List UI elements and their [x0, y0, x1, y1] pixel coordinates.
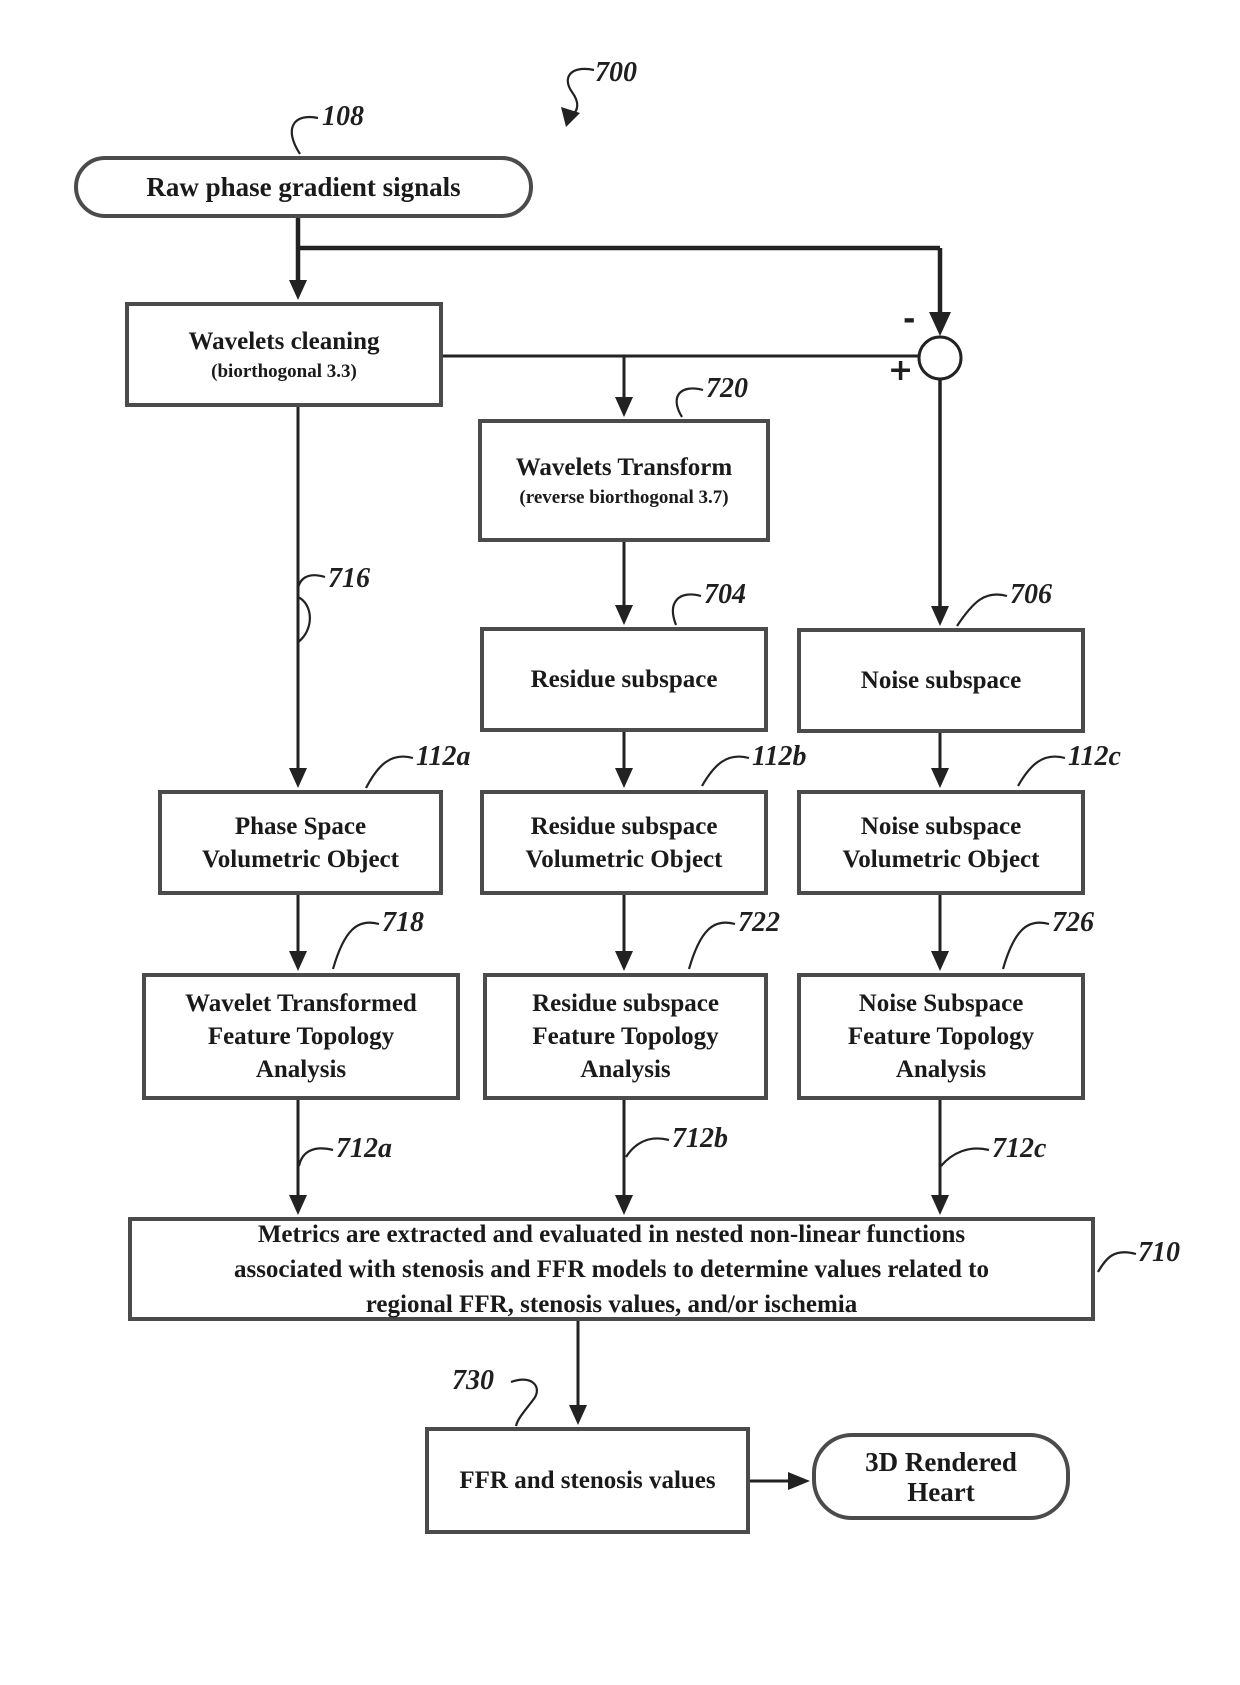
- node-subtitle: (reverse biorthogonal 3.7): [519, 486, 729, 508]
- node-noise-subspace-feature-topology-analysis: Noise Subspace Feature Topology Analysis: [797, 973, 1085, 1100]
- plus-sign: +: [888, 353, 914, 388]
- node-line: Analysis: [580, 1056, 671, 1083]
- node-line: Noise subspace: [860, 812, 1022, 840]
- node-title: Noise subspace: [860, 667, 1022, 694]
- ref-label-710: 710: [1138, 1237, 1180, 1268]
- lead-line-712a: [297, 1147, 334, 1167]
- node-title: FFR and stenosis values: [459, 1467, 716, 1494]
- summing-junction-circle: [917, 335, 963, 381]
- node-residue-subspace-volumetric-object: Residue subspace Volumetric Object: [480, 790, 768, 895]
- node-line: Residue subspace: [532, 990, 719, 1017]
- node-line: Feature Topology: [532, 1023, 719, 1050]
- node-noise-subspace: Noise subspace: [797, 628, 1085, 733]
- ref-label-712a: 712a: [336, 1133, 392, 1164]
- lead-line-112a: [365, 755, 414, 789]
- lead-line-700: [566, 67, 595, 117]
- ref-label-112a: 112a: [416, 741, 471, 772]
- node-residue-subspace-feature-topology-analysis: Residue subspace Feature Topology Analys…: [483, 973, 768, 1100]
- lead-line-730: [510, 1378, 538, 1427]
- ref-label-730: 730: [452, 1365, 494, 1396]
- arrowhead-into-heart: [788, 1472, 810, 1490]
- lead-line-704: [671, 593, 702, 626]
- lead-line-722: [687, 921, 736, 970]
- ref-label-716: 716: [328, 563, 370, 594]
- node-raw-phase-gradient-signals: Raw phase gradient signals: [74, 156, 533, 218]
- minus-sign: -: [903, 302, 916, 337]
- arrowhead-into-noise-topology: [931, 951, 949, 971]
- arrowhead-into-transform: [615, 397, 633, 417]
- ref-label-704: 704: [704, 579, 746, 610]
- node-line: 3D Rendered: [865, 1446, 1017, 1477]
- node-line: Analysis: [895, 1056, 987, 1083]
- node-title: Wavelets Transform: [515, 453, 733, 481]
- arrowhead-into-cleaning: [289, 280, 307, 300]
- arrowhead-into-residue: [615, 605, 633, 625]
- node-title: Raw phase gradient signals: [146, 172, 461, 202]
- ref-label-722: 722: [738, 907, 780, 938]
- node-line: Metrics are extracted and evaluated in n…: [257, 1220, 966, 1248]
- node-line: Noise Subspace: [858, 990, 1024, 1017]
- node-line: Volumetric Object: [202, 845, 399, 873]
- arrowhead-into-wavelet-topology: [289, 951, 307, 971]
- lead-line-726: [1001, 921, 1050, 970]
- arrowhead-into-metrics-a: [289, 1195, 307, 1215]
- ref-label-712b: 712b: [672, 1123, 728, 1154]
- arrowhead-into-residue-topology: [615, 951, 633, 971]
- ref-label-108: 108: [322, 101, 364, 132]
- lead-line-112b: [701, 755, 750, 787]
- ref-label-706: 706: [1010, 579, 1052, 610]
- arrowhead-into-noise: [931, 606, 949, 626]
- node-title: Wavelets cleaning: [188, 327, 380, 355]
- ref-label-712c: 712c: [992, 1133, 1047, 1164]
- lead-line-712c: [940, 1147, 990, 1167]
- arrowhead-into-ffr: [569, 1405, 587, 1425]
- ref-label-718: 718: [382, 907, 424, 938]
- node-line: Phase Space: [234, 812, 367, 840]
- arrowhead-into-residue-vo: [615, 768, 633, 788]
- lead-line-112c: [1017, 755, 1066, 787]
- ref-label-700: 700: [595, 57, 637, 88]
- node-metrics-extraction: Metrics are extracted and evaluated in n…: [128, 1217, 1095, 1321]
- ref-label-112b: 112b: [752, 741, 807, 772]
- node-line: Volumetric Object: [842, 845, 1040, 873]
- node-line: Heart: [907, 1476, 975, 1507]
- arrowhead-into-junction: [929, 312, 951, 336]
- node-line: Volumetric Object: [525, 845, 723, 873]
- node-phase-space-volumetric-object: Phase Space Volumetric Object: [158, 790, 443, 895]
- node-residue-subspace: Residue subspace: [480, 627, 768, 732]
- node-wavelets-cleaning: Wavelets cleaning (biorthogonal 3.3): [125, 302, 443, 407]
- node-3d-rendered-heart: 3D Rendered Heart: [812, 1433, 1070, 1520]
- node-line: Residue subspace: [530, 812, 718, 840]
- node-subtitle: (biorthogonal 3.3): [211, 360, 357, 382]
- node-ffr-and-stenosis-values: FFR and stenosis values: [425, 1427, 750, 1534]
- node-title: Residue subspace: [530, 666, 718, 693]
- lead-line-108: [290, 115, 319, 155]
- node-line: Feature Topology: [847, 1023, 1035, 1050]
- node-line: Analysis: [255, 1056, 347, 1083]
- arrowhead-into-phase-vo: [289, 768, 307, 788]
- lead-line-712b: [625, 1137, 670, 1158]
- node-line: Feature Topology: [207, 1023, 395, 1050]
- arrowhead-into-metrics-c: [931, 1195, 949, 1215]
- node-wavelets-transform: Wavelets Transform (reverse biorthogonal…: [478, 419, 770, 542]
- ref-label-726: 726: [1052, 907, 1094, 938]
- arrowhead-into-noise-vo: [931, 768, 949, 788]
- arrowhead-into-metrics-b: [615, 1195, 633, 1215]
- lead-line-710: [1097, 1251, 1137, 1273]
- ref-label-112c: 112c: [1068, 741, 1121, 772]
- node-line: associated with stenosis and FFR models …: [233, 1255, 990, 1283]
- lead-line-706: [956, 593, 1008, 627]
- ref-label-720: 720: [706, 373, 748, 404]
- lead-line-718: [331, 921, 380, 970]
- node-line: regional FFR, stenosis values, and/or is…: [365, 1290, 858, 1318]
- lead-line-720: [675, 387, 704, 418]
- node-line: Wavelet Transformed: [185, 990, 417, 1017]
- lead-line-716: [296, 574, 326, 644]
- node-noise-subspace-volumetric-object: Noise subspace Volumetric Object: [797, 790, 1085, 895]
- node-wavelet-transformed-feature-topology-analysis: Wavelet Transformed Feature Topology Ana…: [142, 973, 460, 1100]
